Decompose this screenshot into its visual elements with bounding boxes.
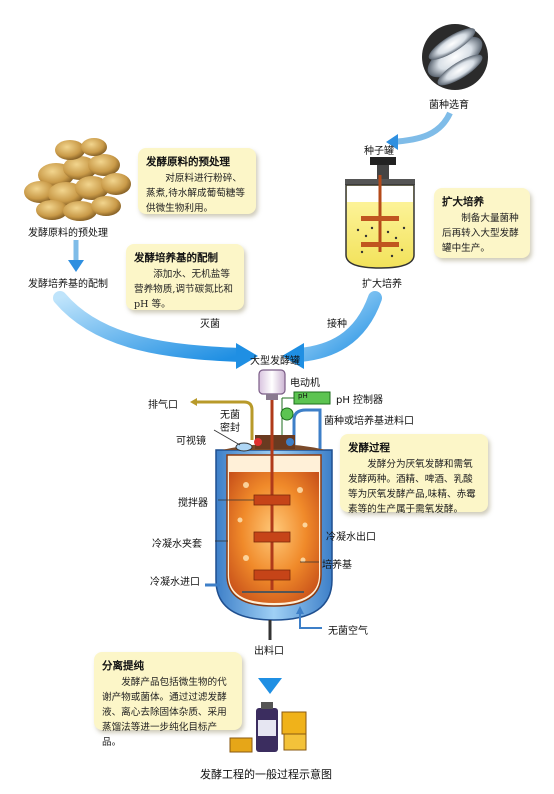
strain-selection-label: 菌种选育 xyxy=(429,100,469,111)
raw-material-box-body: 对原料进行粉碎、蒸煮,待水解成葡萄糖等供微生物利用。 xyxy=(146,173,245,214)
outlet-label: 出料口 xyxy=(254,646,284,657)
fermentation-box-body: 发酵分为厌氧发酵和需氧发酵两种。酒精、啤酒、乳酸等为厌氧发酵产品,味精、赤霉素等… xyxy=(348,459,476,515)
stirrer-label: 搅拌器 xyxy=(178,498,208,509)
water-in-label: 冷凝水进口 xyxy=(150,577,200,588)
expand-culture-label: 扩大培养 xyxy=(362,279,402,290)
motor-label: 电动机 xyxy=(290,378,320,389)
arrow-medium-to-tank xyxy=(53,291,247,362)
potatoes-image xyxy=(24,138,131,221)
ph-small-label: pH xyxy=(298,392,308,400)
expand-culture-box-title: 扩大培养 xyxy=(442,196,484,208)
sight-glass-label: 可视镜 xyxy=(176,436,206,447)
separation-box-body: 发酵产品包括微生物的代谢产物或菌体。通过过滤发酵液、离心去除固体杂质、采用蒸馏法… xyxy=(102,677,227,748)
seed-tank xyxy=(345,157,415,269)
separation-box-title: 分离提纯 xyxy=(102,660,144,672)
big-fermenter xyxy=(190,369,333,640)
sterilize-label: 灭菌 xyxy=(200,319,220,330)
medium-label-in-tank: 培养基 xyxy=(322,560,352,571)
inlet-label: 菌种或培养基进料口 xyxy=(324,416,414,427)
big-tank-label: 大型发酵罐 xyxy=(250,356,300,367)
sterile-seal-label-1: 无菌 xyxy=(220,410,240,421)
raw-material-box: 发酵原料的预处理 对原料进行粉碎、蒸煮,待水解成葡萄糖等供微生物利用。 xyxy=(138,148,256,214)
sterile-air-label: 无菌空气 xyxy=(328,626,368,637)
raw-material-label: 发酵原料的预处理 xyxy=(28,228,108,239)
sterile-seal-label-2: 密封 xyxy=(220,423,240,434)
exhaust-label: 排气口 xyxy=(148,400,178,411)
fermentation-box: 发酵过程 发酵分为厌氧发酵和需氧发酵两种。酒精、啤酒、乳酸等为厌氧发酵产品,味精… xyxy=(340,434,488,515)
products-image xyxy=(229,702,307,753)
water-out-label: 冷凝水出口 xyxy=(326,532,376,543)
expand-culture-box: 扩大培养 制备大量菌种后再转入大型发酵罐中生产。 xyxy=(434,188,530,258)
medium-box: 发酵培养基的配制 添加水、无机盐等营养物质,调节碳氮比和 pH 等。 xyxy=(126,244,244,310)
figure-caption: 发酵工程的一般过程示意图 xyxy=(200,768,332,781)
fermentation-box-title: 发酵过程 xyxy=(348,442,390,454)
raw-material-box-title: 发酵原料的预处理 xyxy=(146,156,230,168)
inoculate-label: 接种 xyxy=(327,319,347,330)
medium-box-body: 添加水、无机盐等营养物质,调节碳氮比和 pH 等。 xyxy=(134,269,233,310)
water-jacket-label: 冷凝水夹套 xyxy=(152,539,202,550)
ph-controller-label: pH 控制器 xyxy=(336,395,384,406)
medium-label: 发酵培养基的配制 xyxy=(28,279,108,290)
seed-tank-label: 种子罐 xyxy=(364,146,394,157)
strain-tubes-image xyxy=(422,24,488,90)
expand-culture-box-body: 制备大量菌种后再转入大型发酵罐中生产。 xyxy=(442,213,519,254)
arrow-strain-to-seed xyxy=(391,111,453,145)
medium-box-title: 发酵培养基的配制 xyxy=(134,252,218,264)
separation-box: 分离提纯 发酵产品包括微生物的代谢产物或菌体。通过过滤发酵液、离心去除固体杂质、… xyxy=(94,652,242,748)
arrow-seed-to-tank xyxy=(293,291,382,362)
